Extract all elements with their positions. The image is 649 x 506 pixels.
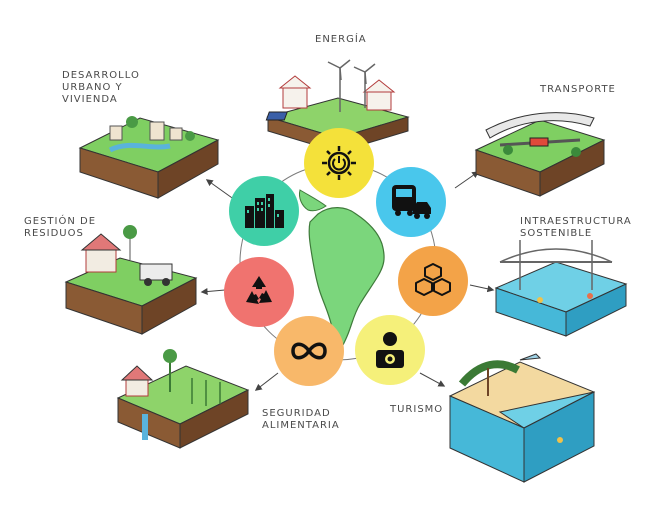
label-seguridad: SEGURIDAD ALIMENTARIA (262, 408, 340, 431)
bus-and-car-icon (392, 185, 431, 219)
arrow-desarrollo (205, 179, 236, 201)
label-energia: ENERGÍA (315, 34, 367, 45)
label-turismo: TURISMO (390, 404, 444, 415)
camera-person-icon (376, 332, 404, 368)
scene-turismo (448, 353, 596, 483)
recycle-icon (246, 276, 272, 304)
arrow-residuos (200, 288, 226, 296)
label-transporte: TRANSPORTE (540, 84, 616, 95)
scene-seguridad (116, 349, 250, 449)
hub-infraestructura (398, 246, 468, 316)
south-america-map (308, 207, 385, 358)
label-infraestructura: INTRAESTRUCTURA SOSTENIBLE (520, 216, 632, 239)
hub-transporte (376, 167, 446, 237)
scene-residuos (64, 225, 198, 335)
arrow-seguridad (254, 372, 279, 391)
central-america-map (299, 189, 327, 212)
arrow-turismo (419, 372, 446, 387)
infinity-loop-icon (291, 342, 327, 360)
hub-residuos (224, 257, 294, 327)
scene-desarrollo (78, 116, 220, 199)
hub-energia (304, 128, 374, 198)
power-button-sun-icon (322, 146, 356, 180)
hub-turismo (355, 315, 425, 385)
city-buildings-icon (245, 194, 284, 228)
arrow-infraestructura (469, 284, 495, 293)
label-residuos: GESTIÓN DE RESIDUOS (24, 216, 97, 239)
arrow-transporte (454, 171, 480, 189)
stacked-cubes-icon (415, 263, 451, 296)
scene-infraestructura (494, 240, 628, 337)
hub-desarrollo (229, 176, 299, 246)
label-desarrollo: DESARROLLO URBANO Y VIVIENDA (62, 70, 140, 105)
scene-transporte (474, 112, 606, 197)
hub-seguridad (274, 316, 344, 386)
